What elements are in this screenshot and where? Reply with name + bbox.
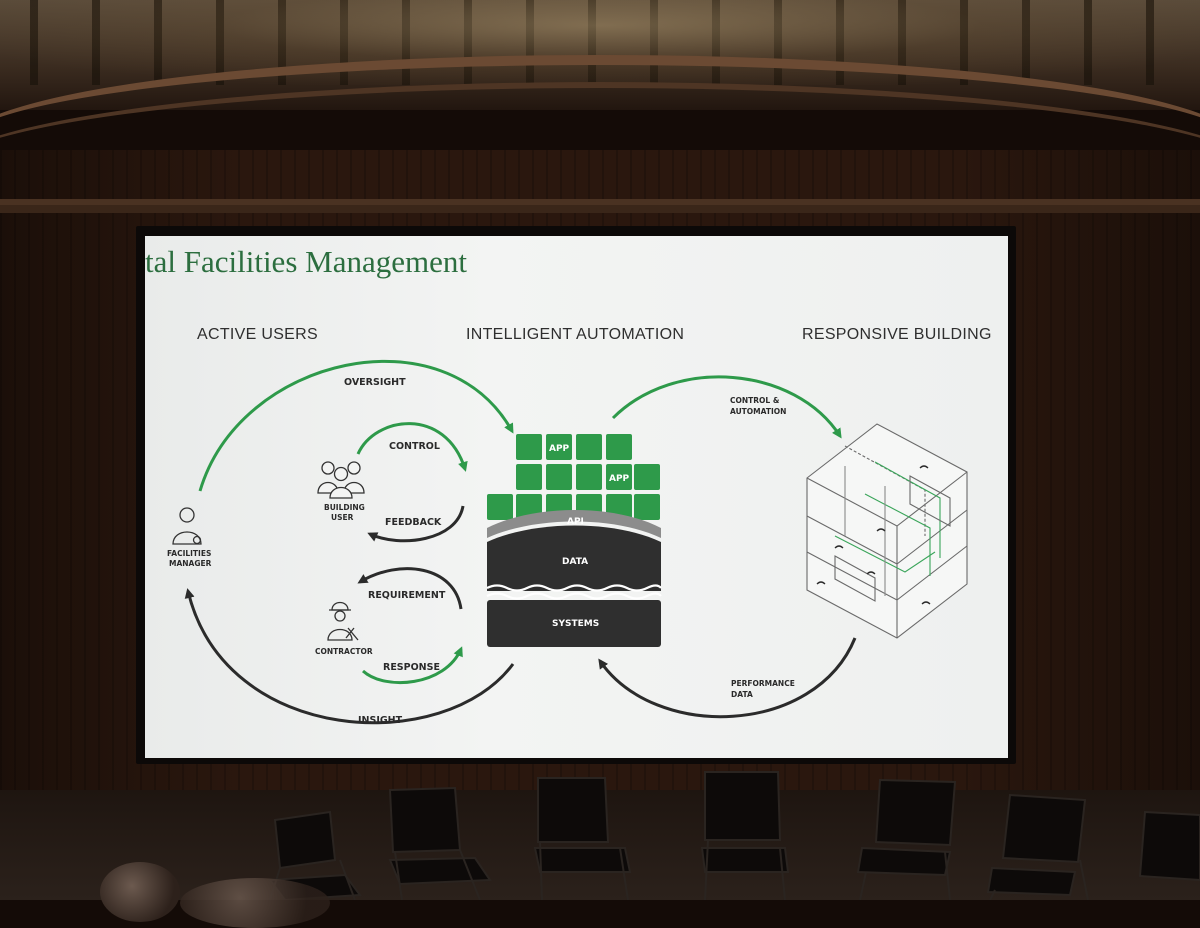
- insight-arrow: [184, 588, 515, 725]
- label-control: CONTROL: [389, 441, 440, 452]
- slide-title: tal Facilities Management: [145, 244, 467, 279]
- label-control-automation-2: AUTOMATION: [730, 407, 786, 416]
- presentation-slide: tal Facilities Management ACTIVE USERS I…: [145, 236, 1008, 758]
- heading-active-users: ACTIVE USERS: [197, 326, 318, 343]
- facilities-diagram: OVERSIGHT CONTROL FEEDBACK REQUIREMENT R…: [167, 359, 968, 726]
- ceiling: [0, 0, 1200, 110]
- systems-layer: [487, 600, 661, 647]
- label-feedback: FEEDBACK: [385, 517, 442, 528]
- facilities-manager-icon: [172, 507, 202, 545]
- chair: [1001, 793, 1087, 864]
- label-control-automation-1: CONTROL &: [730, 396, 780, 405]
- cornice-lower: [0, 82, 1200, 248]
- label-performance-data-1: PERFORMANCE: [731, 679, 795, 688]
- chair: [273, 810, 337, 870]
- label-requirement: REQUIREMENT: [368, 590, 446, 601]
- requirement-arrow: [357, 567, 463, 610]
- label-oversight: OVERSIGHT: [344, 377, 406, 388]
- control-arrow: [356, 422, 468, 472]
- app-grid: [487, 434, 660, 520]
- label-app-2: APP: [609, 474, 630, 484]
- chair: [704, 771, 782, 841]
- label-app-1: APP: [549, 444, 570, 454]
- heading-responsive-building: RESPONSIVE BUILDING: [802, 326, 992, 343]
- building-isometric: [806, 423, 968, 639]
- data-waves: [486, 584, 662, 600]
- chair: [537, 777, 610, 843]
- label-building-user-1: BUILDING: [324, 503, 365, 512]
- cornice-upper: [0, 55, 1200, 205]
- label-systems: SYSTEMS: [552, 619, 599, 629]
- stage-chairs: [268, 771, 1200, 900]
- label-api: API: [567, 517, 584, 527]
- label-insight: INSIGHT: [358, 715, 403, 726]
- label-response: RESPONSE: [383, 662, 440, 673]
- heading-intelligent-automation: INTELLIGENT AUTOMATION: [466, 326, 685, 343]
- audience-head: [100, 862, 180, 922]
- api-layer: [487, 510, 661, 538]
- performance-data-arrow: [598, 637, 857, 719]
- label-performance-data-2: DATA: [731, 690, 753, 699]
- audience-head: [180, 878, 330, 928]
- chair: [874, 778, 957, 847]
- label-facilities-manager-1: FACILITIES: [167, 549, 211, 558]
- label-contractor: CONTRACTOR: [315, 647, 373, 656]
- chair: [388, 786, 462, 854]
- control-automation-arrow: [611, 375, 842, 439]
- contractor-icon: [327, 601, 359, 641]
- response-arrow: [361, 646, 463, 684]
- label-facilities-manager-2: MANAGER: [169, 559, 212, 568]
- label-building-user-2: USER: [331, 513, 354, 522]
- data-layer: [487, 525, 661, 591]
- building-user-icon: [317, 461, 365, 499]
- feedback-arrow: [367, 505, 465, 543]
- chair: [1138, 810, 1200, 882]
- oversight-arrow: [198, 359, 514, 492]
- label-data: DATA: [562, 557, 588, 567]
